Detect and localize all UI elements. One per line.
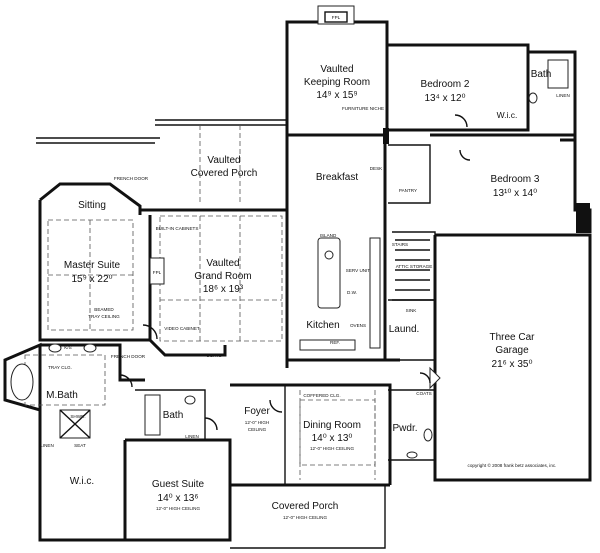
bedroom3-label: Bedroom 3 [491,174,540,185]
covered-porch-front-ceiling: 12'-0" HIGH CEILING [283,515,328,520]
garage-dim: 21⁶ x 35⁰ [492,359,533,370]
dining-ceiling: 12'-0" HIGH CEILING [310,446,355,451]
grand-room-label-1: Vaulted [206,258,239,269]
dining-dim: 14⁰ x 13⁰ [312,433,353,444]
exterior-walls [3,5,592,549]
laund-label: Laund. [389,324,420,335]
stairs-label: STAIRS [392,242,408,247]
video-cabinet-label: VIDEO CABINET [164,326,200,331]
wic-master-label: W.i.c. [70,476,94,487]
sink-label: SINK [406,308,418,313]
linen-upper-label: LINEN [556,93,570,98]
builtin-cabinets-label: BUILT-IN CABINETS [156,226,199,231]
grand-room-label-2: Grand Room [194,271,251,282]
attic-storage-label: ATTIC STORAGE [396,264,433,269]
furniture-niche-label: FURNITURE NICHE [342,106,384,111]
fpl-grand-label: FPL [153,270,162,275]
wic-upper-label: W.i.c. [497,110,518,120]
tray-ceiling-label: TRAY CEILING [88,314,120,319]
breakfast-label: Breakfast [316,172,358,183]
bedroom2-label: Bedroom 2 [421,79,470,90]
coffered-clg-label: COFFERED CLG. [303,393,340,398]
keeping-room-label-2: Keeping Room [304,77,370,88]
ceiling-dashes [24,125,376,480]
kitchen-island [317,237,341,309]
garage-label-1: Three Car [489,332,535,343]
serv-unit-label: SERV UNIT [346,268,371,273]
room-labels: FPL Vaulted Keeping Room 14⁹ x 15⁹ FURNI… [40,15,570,520]
coats-center-label: COATS [206,353,221,358]
dining-label: Dining Room [303,420,361,431]
guest-suite-label: Guest Suite [152,479,205,490]
shwr-label: SHWR. [70,414,85,419]
guest-suite-dim: 14⁰ x 13⁶ [158,493,199,504]
fpl-top-label: FPL [332,15,341,20]
copyright-text: copyright © 2008 frank betz associates, … [468,462,557,468]
garage-label-2: Garage [495,345,529,356]
seat-label: SEAT [74,443,86,448]
bedroom3-dim: 13¹⁰ x 14⁰ [493,188,537,199]
master-tub [10,363,34,401]
keeping-room-label-1: Vaulted [320,64,353,75]
fixtures [10,59,590,459]
ks-label: K/S [64,345,71,350]
dw-label: D.W. [347,290,357,295]
ref-label: REF. [330,340,340,345]
grand-room-dim: 18⁶ x 19³ [203,284,244,295]
mbath-label: M.Bath [46,390,78,401]
beamed-label: BEAMED [94,307,114,312]
guest-suite-ceiling: 12'-0" HIGH CEILING [156,506,201,511]
kitchen-label: Kitchen [306,320,339,331]
french-door-left-label: FRENCH DOOR [114,176,149,181]
covered-porch-front-label: Covered Porch [272,501,339,512]
sitting-label: Sitting [78,200,106,211]
pwdr-label: Pwdr. [392,423,417,434]
covered-porch-back-2: Covered Porch [191,168,258,179]
linen-master-label: LINEN [40,443,54,448]
bedroom2-dim: 13⁴ x 12⁰ [424,93,465,104]
tray-clg-label: TRAY CLG. [48,365,72,370]
desk-label: DESK [370,166,383,171]
master-suite-label: Master Suite [64,260,121,271]
foyer-ceiling-1: 12'-0" HIGH [245,420,269,425]
ovens-label: OVENS [350,323,366,328]
bath-upper-label: Bath [531,69,552,80]
french-door-master-label: FRENCH DOOR [111,354,146,359]
linen-lower-label: LINEN [185,434,199,439]
coats-garage-label: COATS [416,391,431,396]
foyer-label: Foyer [244,406,270,417]
master-suite-dim: 15⁹ x 22⁰ [71,274,112,285]
island-label: ISLAND [320,233,337,238]
pantry-label: PANTRY [399,188,417,193]
foyer-ceiling-2: CEILING [248,427,267,432]
bath-lower-label: Bath [163,410,184,421]
keeping-room-dim: 14⁹ x 15⁹ [316,90,357,101]
covered-porch-back-1: Vaulted [207,155,240,166]
